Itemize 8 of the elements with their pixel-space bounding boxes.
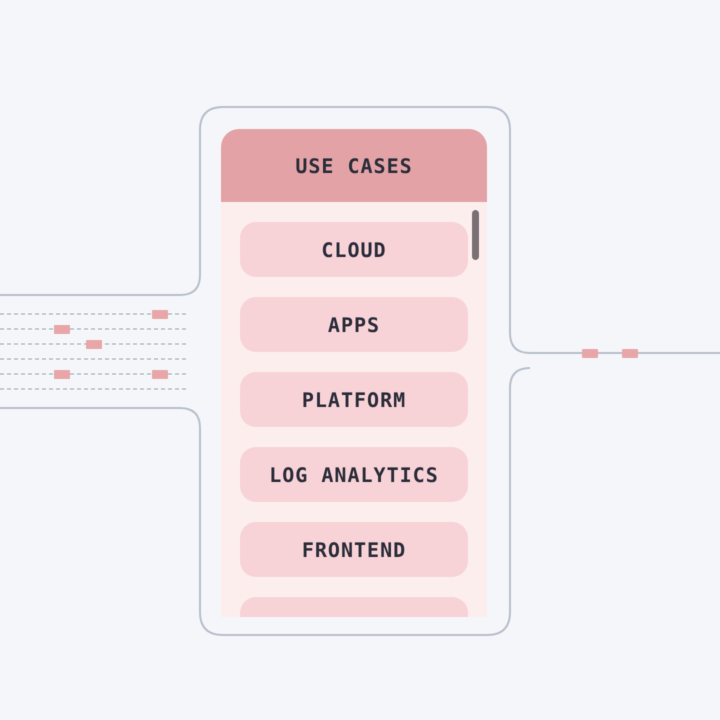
list-item: PLATFORM xyxy=(240,372,468,427)
list-item xyxy=(240,597,468,617)
list-item: LOG ANALYTICS xyxy=(240,447,468,502)
list-item: FRONTEND xyxy=(240,522,468,577)
list-card xyxy=(221,129,487,617)
list-item: APPS xyxy=(240,297,468,352)
list-item: CLOUD xyxy=(240,222,468,277)
card-header: USE CASES xyxy=(221,129,487,202)
